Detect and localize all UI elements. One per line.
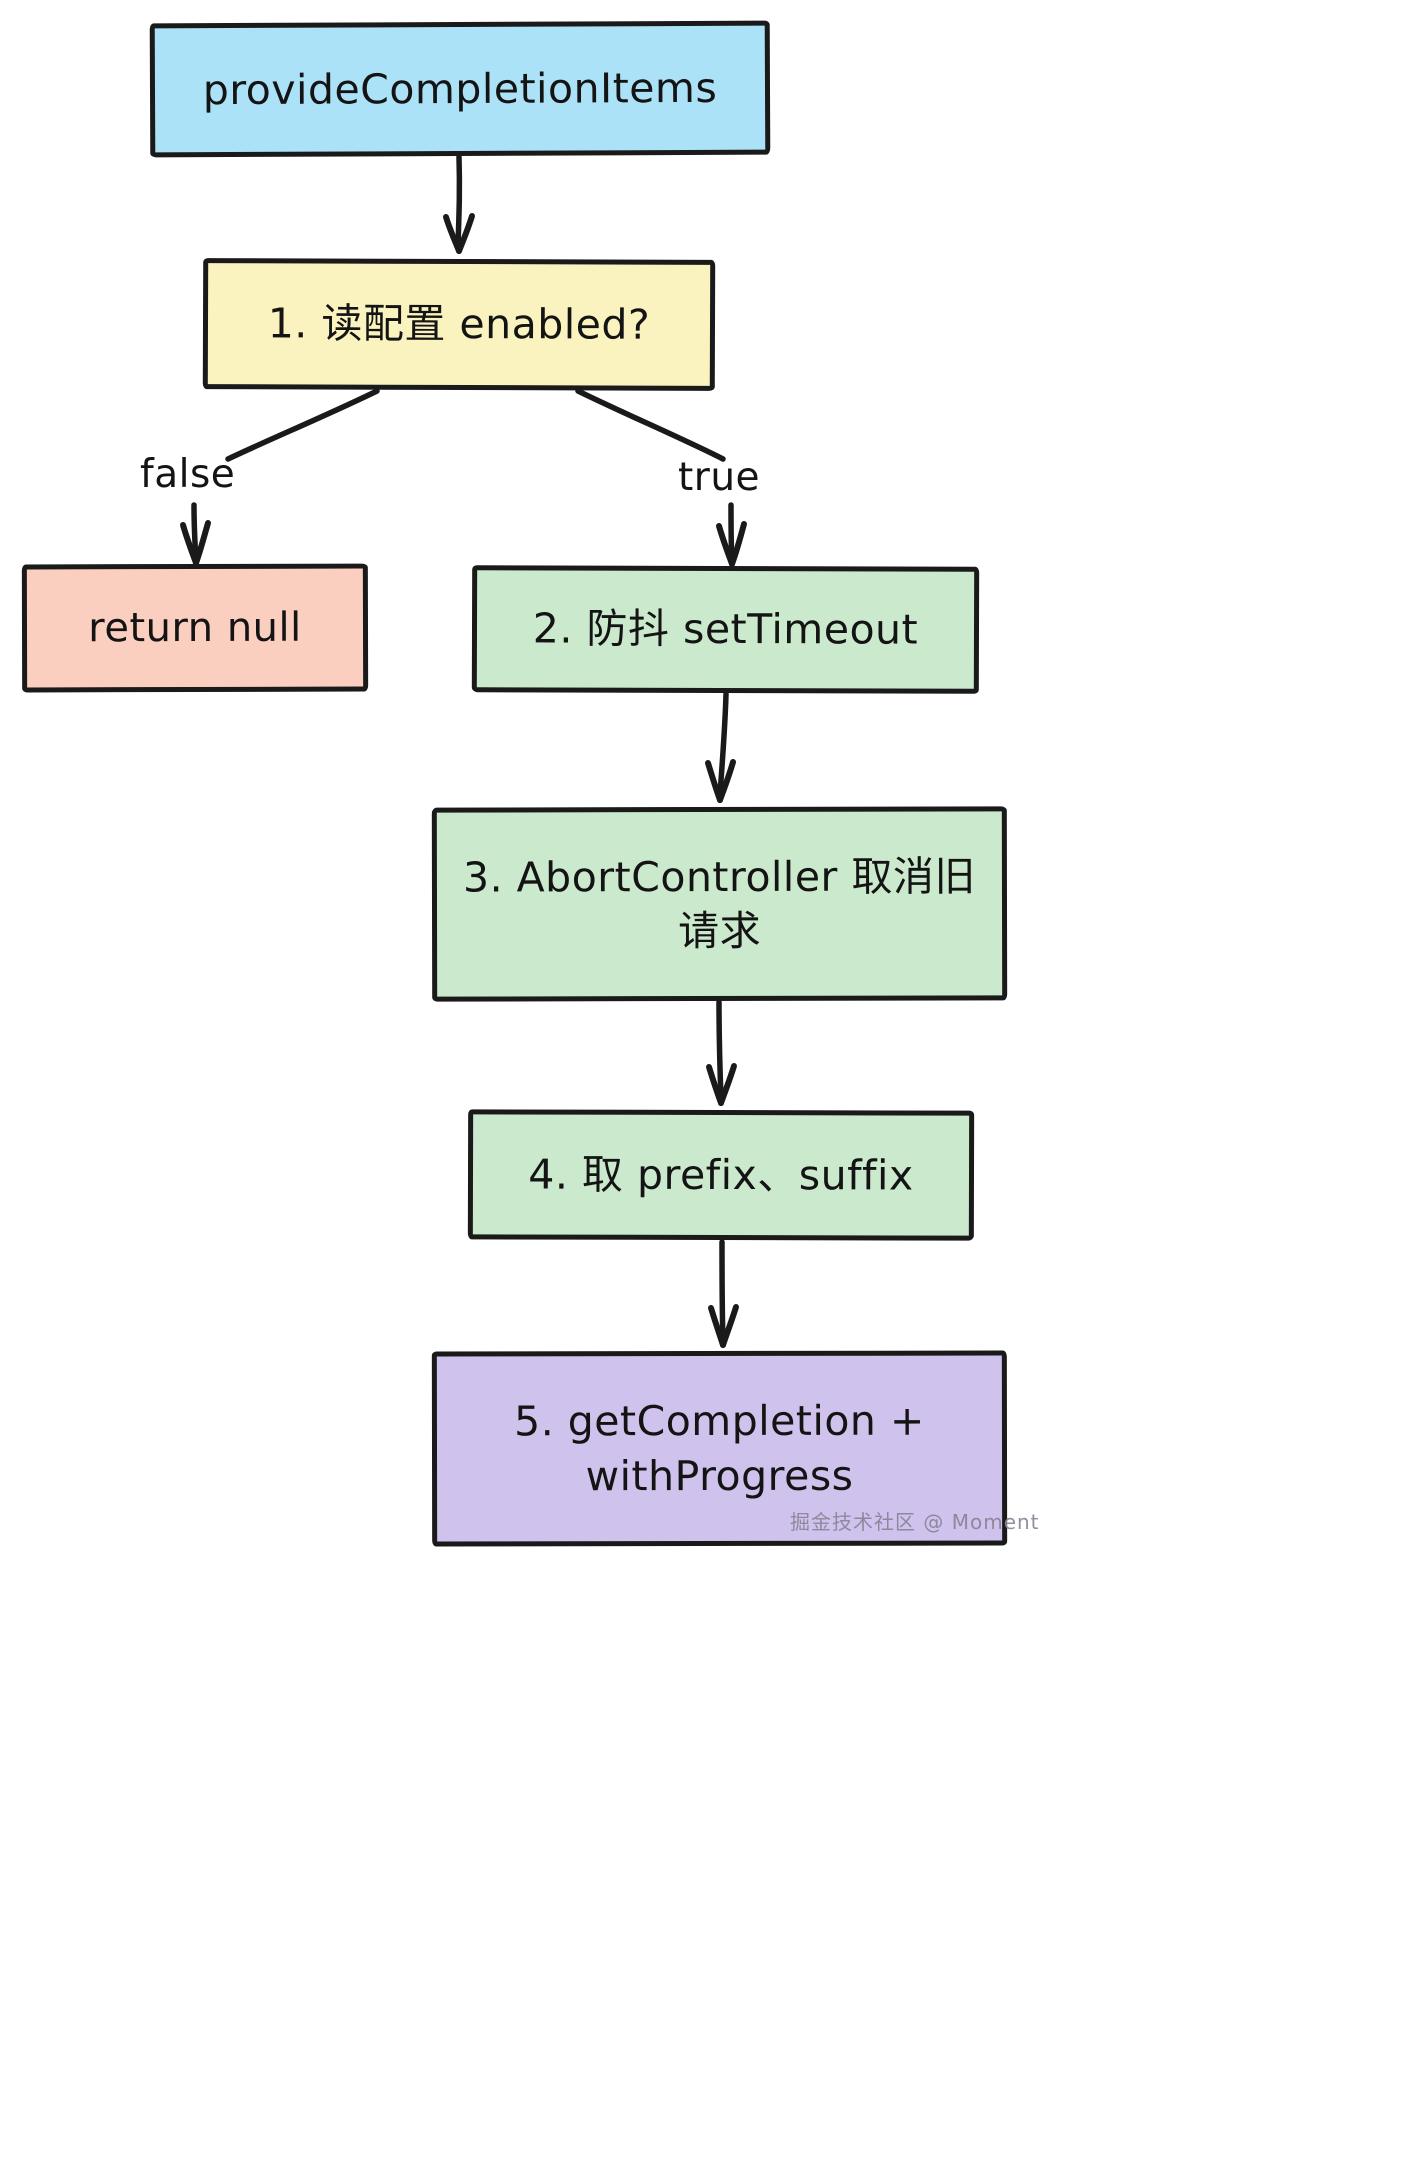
- arrowhead-decision-2: [456, 213, 475, 254]
- node-label-prefix: 4. 取 prefix、suffix: [528, 1150, 914, 1200]
- arrowhead-debounce-2: [729, 521, 747, 567]
- node-label-abort: 3. AbortController 取消旧 请求: [447, 849, 992, 958]
- edge-label-false: false: [140, 452, 236, 497]
- node-label-getcompletion-line2: withProgress: [585, 1451, 854, 1500]
- edge-prefix-to-getcompletion: [719, 1239, 726, 1343]
- edge-decision-to-false: [225, 388, 380, 462]
- watermark: 掘金技术社区 @ Moment: [790, 1510, 1040, 1534]
- node-provide-completion-items[interactable]: provideCompletionItems: [149, 20, 771, 158]
- node-label-abort-line1: 3. AbortController 取消旧: [462, 852, 976, 902]
- arrowhead-return-null-2: [193, 520, 211, 566]
- edge-debounce-to-abort: [717, 691, 729, 798]
- arrowhead-prefix-2: [718, 1063, 737, 1106]
- edge-start-to-decision: [455, 154, 463, 249]
- arrowhead-getcompletion-2: [720, 1304, 739, 1348]
- node-abortcontroller-cancel[interactable]: 3. AbortController 取消旧 请求: [431, 806, 1008, 1002]
- node-read-config-enabled[interactable]: 1. 读配置 enabled?: [202, 258, 716, 391]
- node-label-return-null: return null: [88, 604, 302, 651]
- node-label-start: provideCompletionItems: [202, 63, 718, 115]
- arrowhead-abort-2: [717, 759, 736, 803]
- node-return-null[interactable]: return null: [21, 563, 369, 693]
- edge-label-true: true: [678, 455, 761, 500]
- node-label-decision: 1. 读配置 enabled?: [267, 299, 651, 350]
- node-label-abort-line2: 请求: [678, 906, 762, 956]
- node-label-debounce: 2. 防抖 setTimeout: [532, 604, 919, 655]
- edge-abort-to-prefix: [716, 999, 724, 1101]
- node-label-getcompletion: 5. getCompletion + withProgress: [447, 1394, 992, 1503]
- edge-decision-to-true: [575, 388, 726, 462]
- node-debounce-settimeout[interactable]: 2. 防抖 setTimeout: [471, 565, 980, 694]
- node-label-getcompletion-line1: 5. getCompletion +: [514, 1397, 925, 1446]
- node-get-prefix-suffix[interactable]: 4. 取 prefix、suffix: [467, 1109, 975, 1241]
